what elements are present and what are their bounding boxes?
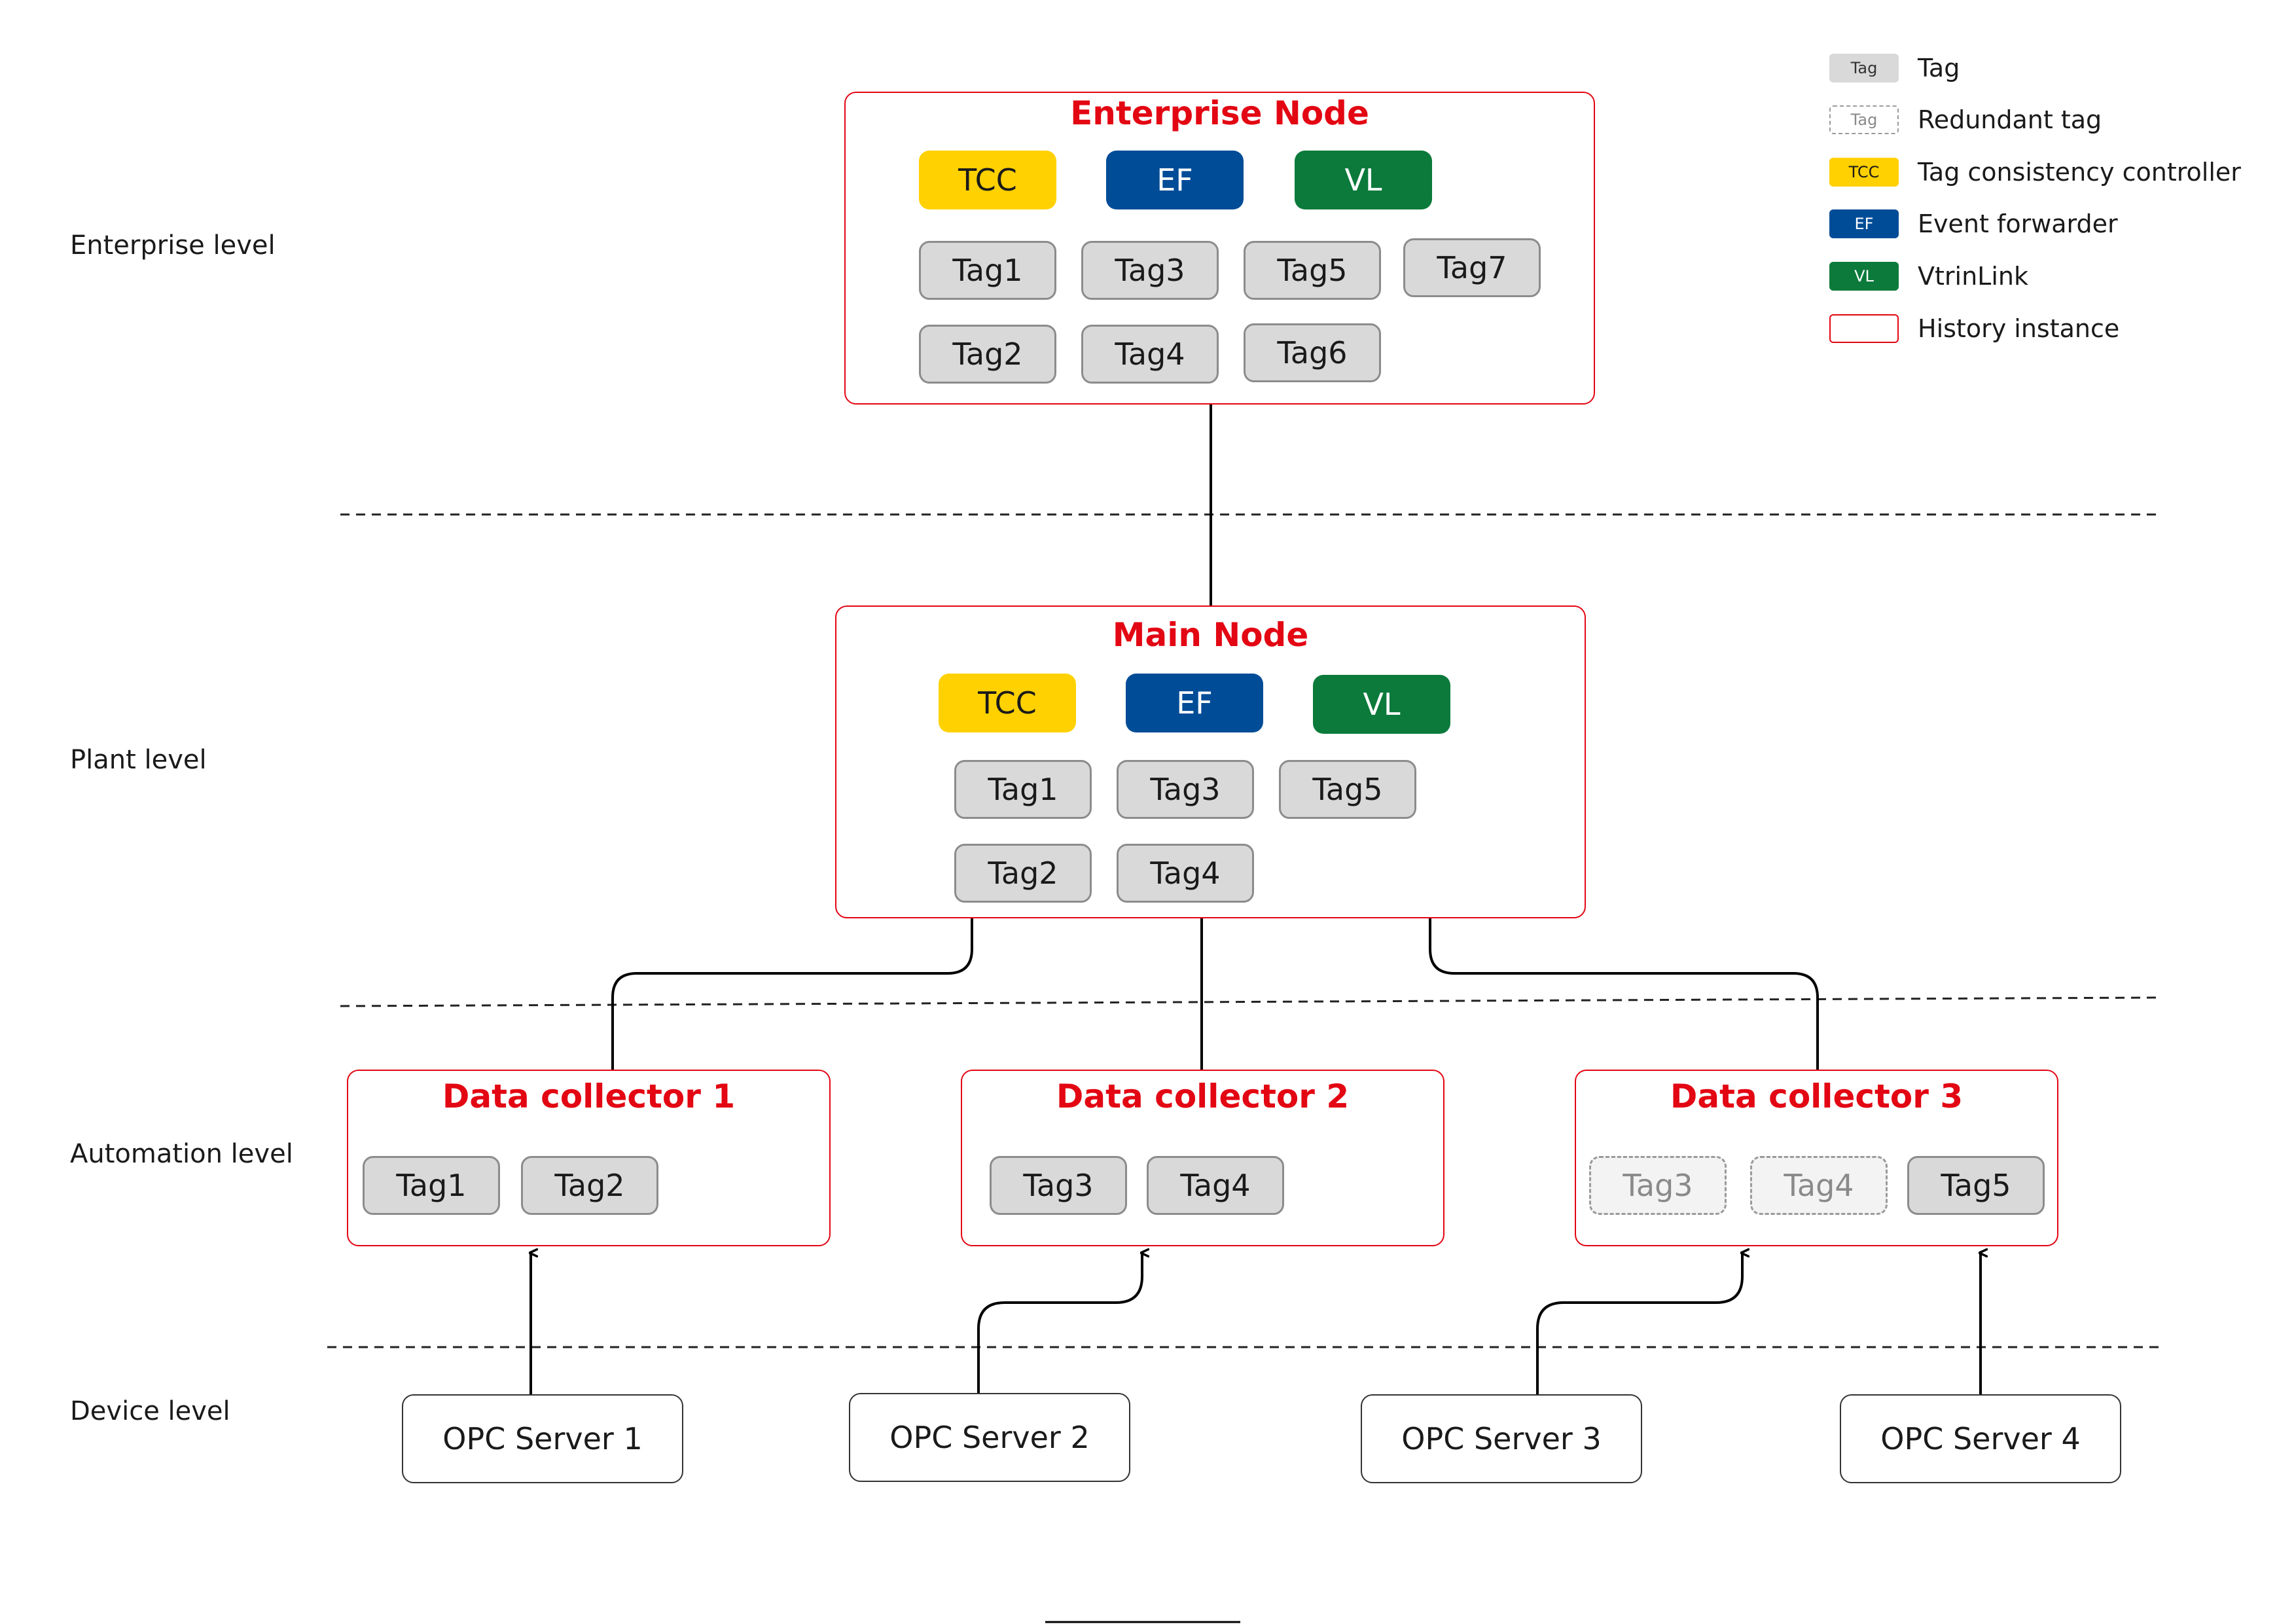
legend-item-redundant-tag: Tag Redundant tag [1829, 105, 2102, 134]
main-tcc: TCC [939, 674, 1076, 732]
legend-label: History instance [1918, 314, 2120, 343]
legend-redundant-swatch: Tag [1829, 105, 1899, 134]
data-collector-title: Data collector 1 [442, 1077, 736, 1115]
enterprise-tag: Tag5 [1244, 241, 1381, 300]
collector-tag: Tag4 [1147, 1156, 1284, 1215]
data-collector-title: Data collector 3 [1670, 1077, 1964, 1115]
enterprise-node: Enterprise Node TCC EF VL Tag1 Tag3 Tag5… [844, 92, 1595, 405]
enterprise-tag: Tag1 [919, 241, 1056, 300]
data-collector-3: Data collector 3 Tag3 Tag4 Tag5 [1575, 1070, 2058, 1246]
main-vl: VL [1313, 675, 1450, 734]
collector-tag: Tag5 [1907, 1156, 2045, 1215]
legend-label: VtrinLink [1918, 262, 2028, 291]
opc-server-2: OPC Server 2 [849, 1393, 1130, 1482]
legend-item-history-instance: History instance [1829, 314, 2119, 343]
main-tag: Tag3 [1117, 760, 1254, 819]
legend-label: Tag [1918, 54, 1960, 82]
enterprise-vl: VL [1295, 151, 1432, 209]
legend-tag-swatch: Tag [1829, 54, 1899, 82]
legend-vl-swatch: VL [1829, 262, 1899, 291]
link-server-3 [1536, 1253, 1742, 1394]
main-tag: Tag5 [1279, 760, 1416, 819]
legend-label: Redundant tag [1918, 105, 2102, 134]
enterprise-tag: Tag3 [1081, 241, 1219, 300]
separator-plant-automation [340, 996, 2161, 1007]
link-main-collector-1 [611, 918, 973, 1070]
main-node-title: Main Node [1112, 616, 1309, 654]
enterprise-tcc: TCC [919, 151, 1056, 209]
level-label-device: Device level [70, 1396, 230, 1426]
legend-item-vl: VL VtrinLink [1829, 262, 2028, 291]
enterprise-tag: Tag7 [1403, 238, 1541, 297]
collector-tag: Tag3 [990, 1156, 1127, 1215]
enterprise-tag: Tag6 [1244, 323, 1381, 382]
link-server-2 [977, 1253, 1142, 1394]
enterprise-tag: Tag2 [919, 325, 1056, 384]
enterprise-tag: Tag4 [1081, 325, 1219, 384]
level-label-plant: Plant level [70, 745, 207, 775]
legend-tcc-swatch: TCC [1829, 158, 1899, 187]
main-tag: Tag1 [954, 760, 1092, 819]
opc-server-1: OPC Server 1 [402, 1394, 683, 1483]
legend-item-tcc: TCC Tag consistency controller [1829, 158, 2241, 187]
collector-redundant-tag: Tag4 [1750, 1156, 1888, 1215]
main-node: Main Node TCC EF VL Tag1 Tag3 Tag5 Tag2 … [835, 605, 1586, 918]
level-label-automation: Automation level [70, 1139, 293, 1169]
main-ef: EF [1126, 674, 1263, 732]
main-tag: Tag2 [954, 844, 1092, 903]
main-tag: Tag4 [1117, 844, 1254, 903]
legend-ef-swatch: EF [1829, 209, 1899, 238]
legend-label: Event forwarder [1918, 209, 2118, 238]
opc-server-4: OPC Server 4 [1840, 1394, 2121, 1483]
legend-item-tag: Tag Tag [1829, 54, 1960, 82]
legend-item-ef: EF Event forwarder [1829, 209, 2118, 238]
enterprise-ef: EF [1106, 151, 1244, 209]
legend-history-swatch [1829, 314, 1899, 343]
collector-tag: Tag2 [521, 1156, 658, 1215]
data-collector-2: Data collector 2 Tag3 Tag4 [961, 1070, 1444, 1246]
collector-redundant-tag: Tag3 [1589, 1156, 1727, 1215]
data-collector-title: Data collector 2 [1056, 1077, 1350, 1115]
enterprise-node-title: Enterprise Node [1070, 94, 1369, 132]
level-label-enterprise: Enterprise level [70, 230, 276, 261]
data-collector-1: Data collector 1 Tag1 Tag2 [347, 1070, 831, 1246]
collector-tag: Tag1 [363, 1156, 500, 1215]
opc-server-3: OPC Server 3 [1361, 1394, 1642, 1483]
link-main-collector-3 [1429, 918, 1819, 1070]
legend-label: Tag consistency controller [1918, 158, 2241, 187]
